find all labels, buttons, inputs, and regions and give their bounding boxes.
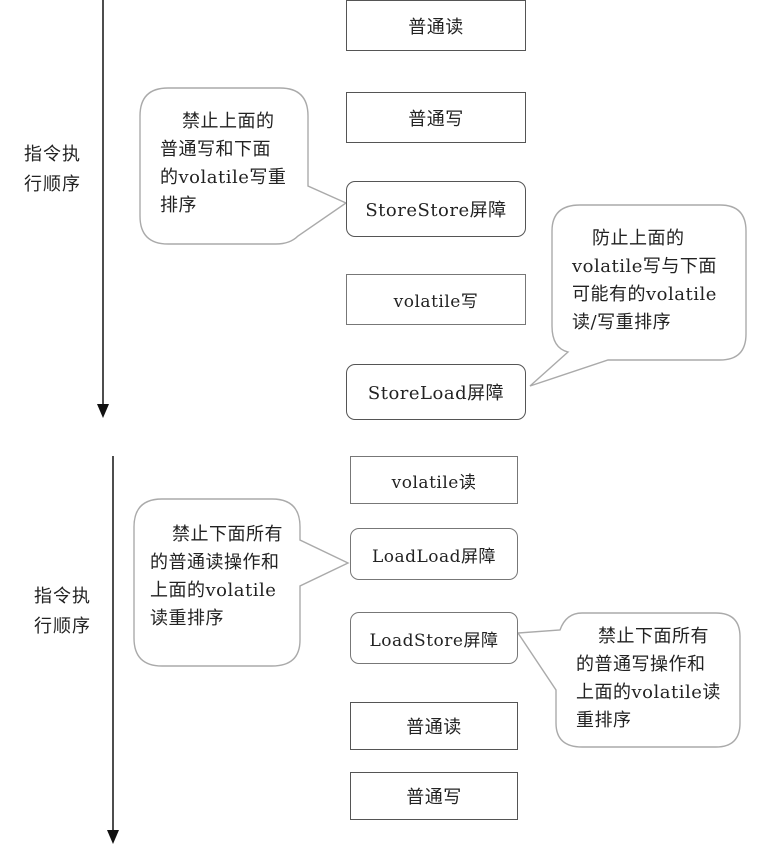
top-axis-label-line-1: 指令执 bbox=[24, 144, 81, 165]
bottom-axis-label-line-2: 行顺序 bbox=[34, 616, 91, 637]
bottom-axis-label-line-1: 指令执 bbox=[34, 586, 91, 607]
top-right-note-line-2: volatile写与下面 bbox=[572, 256, 717, 277]
top-box-normal-read: 普通读 bbox=[346, 0, 526, 51]
bottom-right-note-text: 禁止下面所有 的普通写操作和 上面的volatile读 重排序 bbox=[576, 623, 721, 735]
top-box-storestore-barrier: StoreStore屏障 bbox=[346, 181, 526, 237]
bottom-timeline-arrowhead bbox=[107, 830, 119, 844]
bottom-box-volatile-read: volatile读 bbox=[350, 456, 518, 504]
top-right-note-line-4: 读/写重排序 bbox=[572, 312, 672, 333]
bottom-box-normal-write: 普通写 bbox=[350, 772, 518, 820]
top-left-note-line-3: 的volatile写重 bbox=[160, 167, 287, 188]
top-left-note-line-4: 排序 bbox=[160, 195, 197, 216]
top-left-note-text: 禁止上面的 普通写和下面 的volatile写重 排序 bbox=[160, 108, 286, 220]
top-box-normal-write: 普通写 bbox=[346, 92, 526, 143]
top-right-note-text: 防止上面的 volatile写与下面 可能有的volatile 读/写重排序 bbox=[572, 225, 717, 337]
top-axis-label-line-2: 行顺序 bbox=[24, 174, 81, 195]
bottom-right-note-line-2: 的普通写操作和 bbox=[576, 654, 706, 675]
bottom-box-normal-read: 普通读 bbox=[350, 702, 518, 750]
bottom-right-note-line-3: 上面的volatile读 bbox=[576, 682, 721, 703]
bottom-left-note-text: 禁止下面所有 的普通读操作和 上面的volatile 读重排序 bbox=[150, 521, 283, 633]
top-left-note-line-1: 禁止上面的 bbox=[182, 111, 275, 132]
top-left-note-line-2: 普通写和下面 bbox=[160, 139, 271, 160]
bottom-left-note-line-2: 的普通读操作和 bbox=[150, 552, 280, 573]
bottom-left-note-line-3: 上面的volatile bbox=[150, 580, 277, 601]
top-box-storeload-barrier: StoreLoad屏障 bbox=[346, 364, 526, 420]
bottom-right-note-line-4: 重排序 bbox=[576, 710, 632, 731]
bottom-box-loadload-barrier: LoadLoad屏障 bbox=[350, 528, 518, 580]
bottom-box-loadstore-barrier: LoadStore屏障 bbox=[350, 612, 518, 664]
bottom-axis-label: 指令执 行顺序 bbox=[34, 582, 91, 642]
top-left-note-bubble bbox=[139, 87, 348, 245]
bottom-left-note-line-4: 读重排序 bbox=[150, 608, 224, 629]
top-right-note-line-3: 可能有的volatile bbox=[572, 284, 717, 305]
bottom-right-note-bubble bbox=[516, 612, 741, 748]
bottom-left-note-bubble bbox=[133, 498, 350, 667]
bottom-right-note-line-1: 禁止下面所有 bbox=[598, 626, 709, 647]
top-box-volatile-write: volatile写 bbox=[346, 274, 526, 325]
bottom-left-note-line-1: 禁止下面所有 bbox=[172, 524, 283, 545]
top-right-note-line-1: 防止上面的 bbox=[592, 228, 685, 249]
top-right-note-bubble bbox=[529, 204, 747, 387]
top-axis-label: 指令执 行顺序 bbox=[24, 140, 81, 200]
top-timeline-arrowhead bbox=[97, 404, 109, 418]
